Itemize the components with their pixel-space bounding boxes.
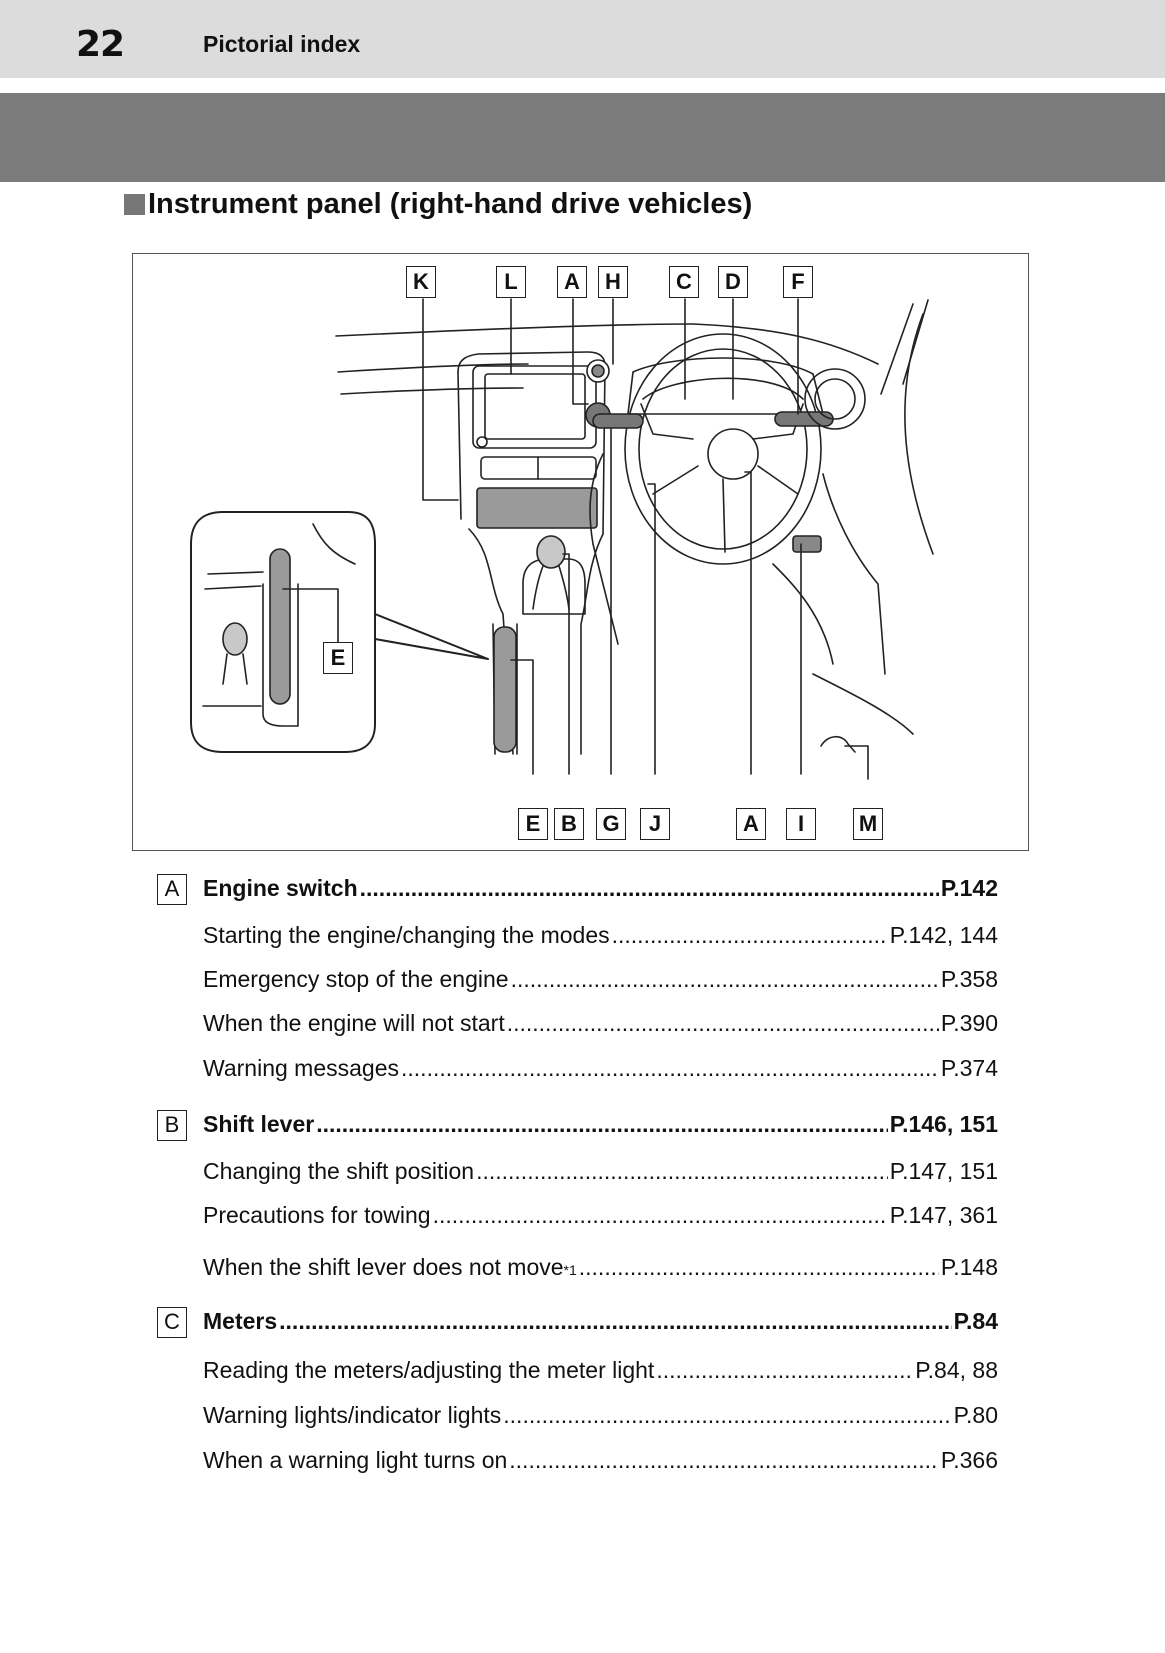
subentry-page: P.147, 151 — [889, 1158, 998, 1184]
index-subentry: Warning messages P.374 — [203, 1055, 998, 1082]
callout-i: I — [786, 808, 816, 840]
entry-title: Meters — [203, 1308, 278, 1334]
index-entry-meters: Meters P.84 — [203, 1308, 998, 1335]
subentry-page: P.142, 144 — [889, 922, 998, 948]
callout-c: C — [669, 266, 699, 298]
group-letter-c: C — [157, 1307, 187, 1338]
section-title: Instrument panel (right-hand drive vehic… — [124, 188, 752, 221]
subentry-label: When a warning light turns on — [203, 1447, 508, 1473]
callout-a-top: A — [557, 266, 587, 298]
subentry-page: P.80 — [953, 1402, 998, 1428]
subentry-page: P.147, 361 — [889, 1202, 998, 1228]
index-subentry: Reading the meters/adjusting the meter l… — [203, 1357, 998, 1384]
group-letter-a: A — [157, 874, 187, 905]
page-header-title: Pictorial index — [203, 31, 361, 57]
index-subentry: Starting the engine/changing the modes P.… — [203, 922, 998, 949]
subentry-label: Warning lights/indicator lights — [203, 1402, 502, 1428]
entry-page: P.84 — [953, 1308, 998, 1334]
page-header: 22 Pictorial index — [0, 0, 1165, 78]
subentry-label: Reading the meters/adjusting the meter l… — [203, 1357, 655, 1383]
index-entry-engine-switch: Engine switch P.142 — [203, 875, 998, 902]
entry-page: P.142 — [940, 875, 998, 901]
entry-title: Engine switch — [203, 875, 358, 901]
callout-a-bottom: A — [736, 808, 766, 840]
entry-title: Shift lever — [203, 1111, 315, 1137]
callout-k: K — [406, 266, 436, 298]
callout-e: E — [518, 808, 548, 840]
subentry-label: Emergency stop of the engine — [203, 966, 509, 992]
subentry-label: Starting the engine/changing the modes — [203, 922, 610, 948]
subentry-page: P.390 — [940, 1010, 998, 1036]
index-subentry: When a warning light turns on P.366 — [203, 1447, 998, 1474]
subentry-label: Changing the shift position — [203, 1158, 475, 1184]
callout-m: M — [853, 808, 883, 840]
header-band — [0, 93, 1165, 182]
index-entry-shift-lever: Shift lever P.146, 151 — [203, 1111, 998, 1138]
callout-b: B — [554, 808, 584, 840]
callout-g: G — [596, 808, 626, 840]
subentry-label: Warning messages — [203, 1055, 400, 1081]
index-subentry: Changing the shift position P.147, 151 — [203, 1158, 998, 1185]
subentry-label: Precautions for towing — [203, 1202, 431, 1228]
instrument-panel-illustration: K L A H C D F E E B G J A I M — [132, 253, 1029, 851]
subentry-page: P.366 — [940, 1447, 998, 1473]
footnote-marker: *1 — [563, 1262, 577, 1278]
callout-d: D — [718, 266, 748, 298]
callout-f: F — [783, 266, 813, 298]
page-number: 22 — [76, 24, 125, 65]
callout-h: H — [598, 266, 628, 298]
subentry-page: P.84, 88 — [915, 1357, 998, 1383]
entry-page: P.146, 151 — [889, 1111, 998, 1137]
index-subentry: Warning lights/indicator lights P.80 — [203, 1402, 998, 1429]
section-title-text: Instrument panel (right-hand drive vehic… — [148, 188, 753, 220]
index-subentry: When the shift lever does not move*1 P.14… — [203, 1254, 998, 1281]
subentry-page: P.148 — [940, 1254, 998, 1280]
index-subentry: When the engine will not start P.390 — [203, 1010, 998, 1037]
group-letter-b: B — [157, 1110, 187, 1141]
callout-e-inset: E — [323, 642, 353, 674]
subentry-label: When the shift lever does not move — [203, 1254, 564, 1280]
subentry-page: P.374 — [940, 1055, 998, 1081]
callout-j: J — [640, 808, 670, 840]
section-square-icon — [124, 194, 145, 215]
subentry-label: When the engine will not start — [203, 1010, 505, 1036]
instrument-panel-drawing — [190, 298, 934, 780]
callout-l: L — [496, 266, 526, 298]
index-subentry: Emergency stop of the engine P.358 — [203, 966, 998, 993]
index-subentry: Precautions for towing P.147, 361 — [203, 1202, 998, 1229]
subentry-page: P.358 — [940, 966, 998, 992]
